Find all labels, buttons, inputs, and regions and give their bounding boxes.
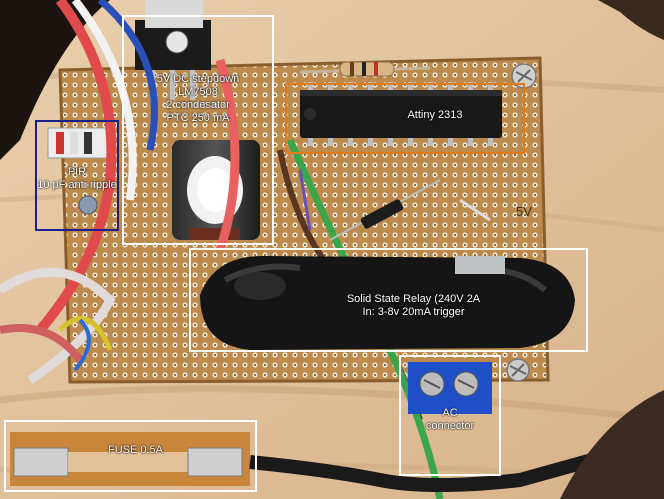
attiny-annotation: Attiny 2313 — [285, 83, 525, 154]
ac-terminal-block — [408, 362, 492, 414]
fuse-annotation: FUSE 0.5A — [4, 420, 257, 492]
pir-header — [47, 127, 113, 215]
pir-label: PIR 10 pF anti-ripple — [37, 166, 117, 191]
relay-label: Solid State Relay (240V 2A In: 3-8v 20mA… — [346, 293, 481, 318]
screw-top-right — [511, 63, 537, 89]
fuse-label: FUSE 0.5A — [107, 444, 164, 456]
five-v-board-mark: 5V — [516, 204, 532, 219]
dark-corner — [0, 0, 110, 160]
stepdown-label: 5V DC stepdown LM7508 2 condesator PTC 2… — [156, 73, 240, 124]
pir-annotation: PIR 10 pF anti-ripple — [35, 120, 119, 231]
glass-fuse — [10, 432, 250, 486]
attiny-label: Attiny 2313 — [407, 109, 463, 121]
solid-state-relay — [200, 255, 575, 350]
attiny-chip — [300, 82, 502, 146]
ac-connector-label: AC connector — [425, 407, 475, 432]
ac-connector-annotation: AC connector — [399, 355, 501, 476]
stepdown-annotation: 5V DC stepdown LM7508 2 condesator PTC 2… — [122, 15, 274, 245]
relay-annotation: Solid State Relay (240V 2A In: 3-8v 20mA… — [189, 248, 588, 352]
screw-bottom-right — [506, 358, 530, 382]
